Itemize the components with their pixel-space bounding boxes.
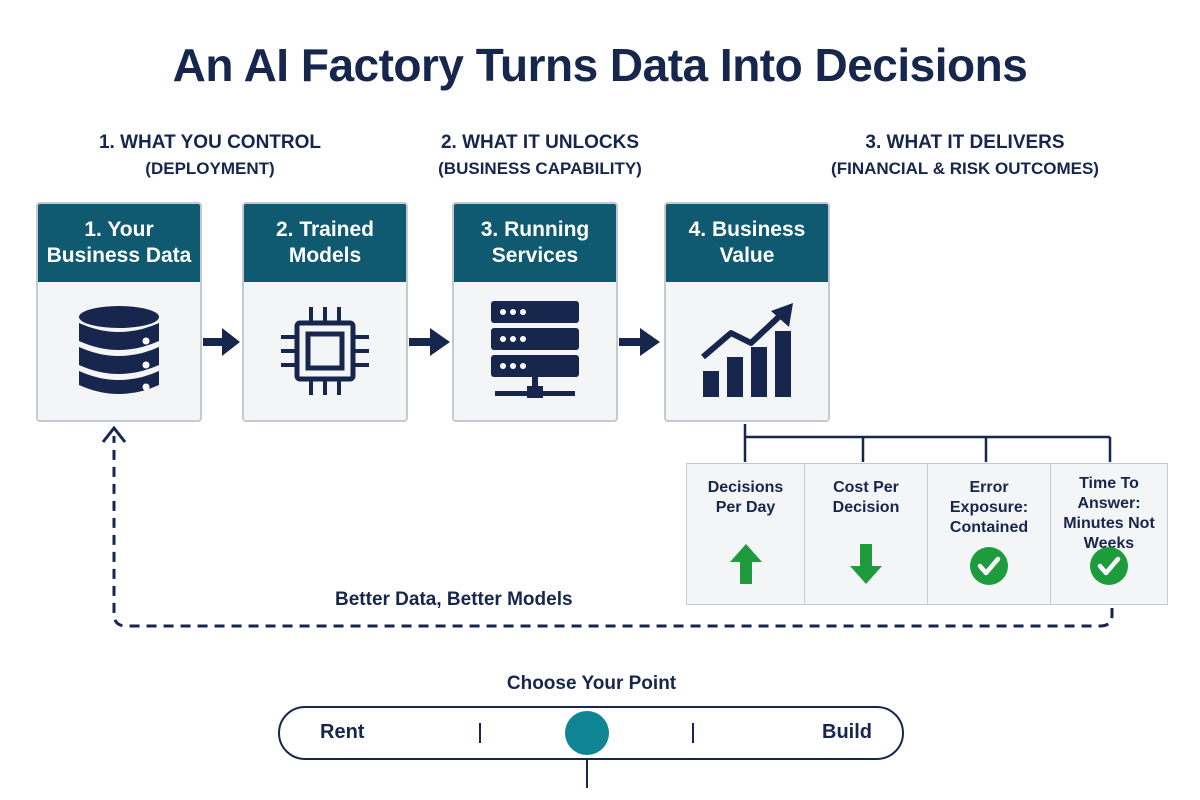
outcome-error-exposure: Error Exposure: Contained (927, 463, 1050, 605)
stage-label: 1. Your Business Data (38, 204, 200, 282)
stage-label: 4. Business Value (666, 204, 828, 282)
check-circle-icon (970, 547, 1008, 585)
stage-business-data: 1. Your Business Data (36, 202, 202, 422)
slider-tick (692, 723, 694, 743)
stage-label: 2. Trained Models (244, 204, 406, 282)
section-subtitle: (DEPLOYMENT) (145, 159, 275, 178)
arrow-right-icon (203, 328, 240, 356)
check-circle-icon (1090, 547, 1128, 585)
section-heading-unlocks: 2. WHAT IT UNLOCKS (BUSINESS CAPABILITY) (390, 130, 690, 182)
arrow-up-icon (729, 544, 762, 584)
outcome-label: Cost Per Decision (832, 479, 900, 516)
slider-left-label: Rent (320, 721, 365, 743)
database-icon (79, 306, 159, 394)
arrow-right-icon (409, 328, 450, 356)
feedback-loop-arrowhead (101, 425, 127, 443)
slider-right-label: Build (822, 721, 872, 743)
stage-running-services: 3. Running Services (452, 202, 618, 422)
outcome-label: Decisions Per Day (707, 479, 784, 516)
section-subtitle: (BUSINESS CAPABILITY) (438, 159, 642, 178)
stage-trained-models: 2. Trained Models (242, 202, 408, 422)
feedback-loop-label: Better Data, Better Models (335, 589, 573, 610)
slider-knob[interactable] (565, 711, 609, 755)
section-heading-delivers: 3. WHAT IT DELIVERS (FINANCIAL & RISK OU… (800, 130, 1130, 182)
outcome-label: Time To Answer: Minutes Not Weeks (1063, 475, 1155, 552)
outcome-decisions-per-day: Decisions Per Day (686, 463, 804, 605)
stage-label: 3. Running Services (454, 204, 616, 282)
slider-tick (479, 723, 481, 743)
outcome-time-to-answer: Time To Answer: Minutes Not Weeks (1050, 463, 1168, 605)
section-heading-control: 1. WHAT YOU CONTROL (DEPLOYMENT) (60, 130, 360, 182)
section-subtitle: (FINANCIAL & RISK OUTCOMES) (831, 159, 1099, 178)
arrow-down-icon (850, 544, 882, 584)
growth-chart-icon (701, 303, 793, 397)
chip-icon (281, 307, 369, 395)
stage-business-value: 4. Business Value (664, 202, 830, 422)
section-title: 2. WHAT IT UNLOCKS (440, 132, 640, 153)
arrow-right-icon (619, 328, 660, 356)
section-title: 1. WHAT YOU CONTROL (98, 132, 322, 153)
feedback-loop-path (112, 436, 1114, 628)
slider-title: Choose Your Point (506, 673, 677, 694)
server-icon (491, 301, 579, 398)
outcome-branch-connector (743, 424, 1112, 462)
outcome-cost-per-decision: Cost Per Decision (804, 463, 927, 605)
page-title: An AI Factory Turns Data Into Decisions (172, 39, 1028, 91)
outcome-label: Error Exposure: Contained (949, 479, 1029, 536)
section-title: 3. WHAT IT DELIVERS (865, 132, 1065, 153)
